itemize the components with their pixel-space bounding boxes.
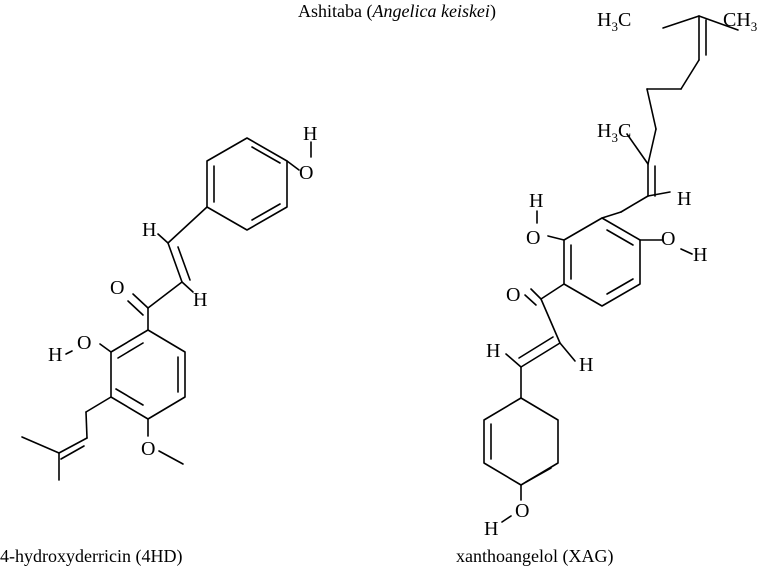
- 4hd-vinyl-h-top: H: [142, 219, 156, 241]
- xag-vinyl-h-left: H: [486, 340, 500, 362]
- structure-xag: H3C CH3 H3C H O H O H: [483, 9, 757, 540]
- caption-4hd: 4-hydroxyderricin (4HD): [0, 546, 182, 567]
- xag-ch3-left: H3C: [597, 9, 631, 34]
- xag-bottom-h: H: [484, 518, 498, 540]
- 4hd-aromatic-ring: [110, 329, 186, 420]
- xag-vinyl-h-right: H: [579, 354, 593, 376]
- 4hd-ring-o: O: [77, 332, 91, 354]
- 4hd-phenol-o: O: [299, 162, 313, 184]
- xag-aromatic-ring: [563, 217, 641, 307]
- xag-ch3-mid: H3C: [597, 120, 631, 145]
- caption-xag: xanthoangelol (XAG): [456, 546, 613, 567]
- xag-carbonyl-o: O: [506, 284, 520, 306]
- figure-title: Ashitaba (Angelica keiskei): [298, 1, 496, 22]
- xag-ring-h-right: H: [693, 244, 707, 266]
- 4hd-methoxy-o: O: [141, 438, 155, 460]
- xag-ring-o-right: O: [661, 228, 675, 250]
- xag-ch3-right: CH3: [723, 9, 757, 34]
- 4hd-carbonyl-o: O: [110, 277, 124, 299]
- 4hd-vinyl-h-bottom: H: [193, 289, 207, 311]
- structure-4hd: O H H H O O H O: [21, 123, 317, 481]
- 4hd-phenol-ring: [206, 137, 288, 231]
- xag-cyclohexadiene-ring: [483, 366, 559, 486]
- 4hd-ring-h: H: [48, 344, 62, 366]
- 4hd-phenol-h: H: [303, 123, 317, 145]
- xag-ring-h-left: H: [529, 190, 543, 212]
- xag-alkene-h: H: [677, 188, 691, 210]
- xag-bottom-o: O: [515, 500, 529, 522]
- xag-ring-o-left: O: [526, 227, 540, 249]
